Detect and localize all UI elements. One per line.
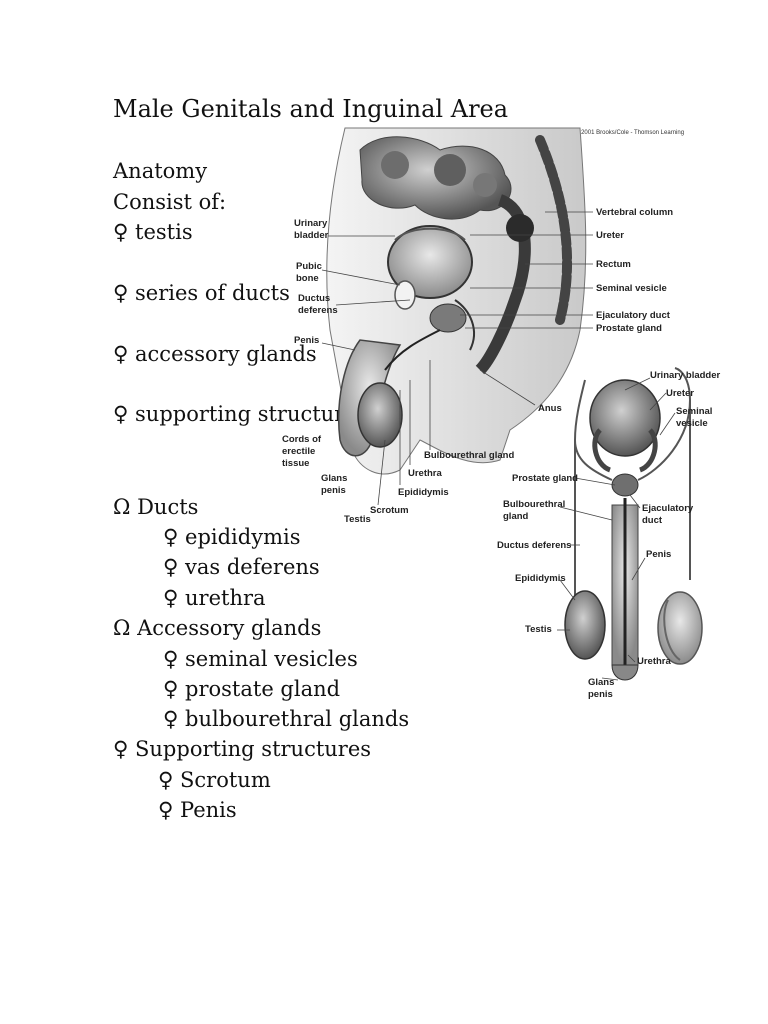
list-item-ducts: ♀ series of ducts (113, 281, 290, 305)
label-ureter: Ureter (596, 230, 624, 241)
list-item-seminal-vesicles: ♀ seminal vesicles (163, 647, 358, 671)
frontal-label-ejaculatory-duct-2: duct (642, 515, 663, 526)
accessory-glands-heading: Ω Accessory glands (113, 616, 322, 640)
label-glans-penis-2: penis (321, 485, 346, 496)
frontal-label-ductus-deferens: Ductus deferens (497, 540, 571, 551)
frontal-label-ejaculatory-duct-1: Ejaculatory (642, 503, 694, 514)
label-cords-3: tissue (282, 458, 309, 469)
list-item-penis: ♀ Penis (158, 798, 237, 822)
list-item-prostate-gland: ♀ prostate gland (163, 677, 341, 701)
consist-of-text: Consist of: (113, 190, 227, 214)
label-glans-penis-1: Glans (321, 473, 347, 484)
page-title: Male Genitals and Inguinal Area (113, 95, 509, 123)
frontal-label-penis: Penis (646, 549, 671, 560)
frontal-label-bulbourethral-1: Bulbourethral (503, 499, 565, 510)
frontal-label-seminal-vesicle-1: Seminal (676, 406, 712, 417)
list-item-supporting-structures: ♀ supporting structures (113, 402, 368, 426)
label-pubic-bone-1: Pubic (296, 261, 322, 272)
label-ejaculatory-duct: Ejaculatory duct (596, 310, 671, 321)
frontal-label-ureter: Ureter (666, 388, 694, 399)
list-item-epididymis: ♀ epididymis (163, 525, 301, 549)
label-urethra: Urethra (408, 468, 443, 479)
label-urinary-bladder-2: bladder (294, 230, 329, 241)
frontal-label-glans-penis-1: Glans (588, 677, 614, 688)
label-testis: Testis (344, 514, 371, 525)
list-item-vas-deferens: ♀ vas deferens (163, 555, 320, 579)
label-urinary-bladder-1: Urinary (294, 218, 328, 229)
frontal-label-bulbourethral-2: gland (503, 511, 529, 522)
copyright-text: © 2001 Brooks/Cole - Thomson Learning (575, 129, 684, 136)
label-epididymis: Epididymis (398, 487, 449, 498)
label-anus: Anus (538, 403, 562, 414)
sagittal-view-illustration (326, 127, 587, 475)
list-item-accessory-glands: ♀ accessory glands (113, 342, 317, 366)
list-item-urethra: ♀ urethra (163, 586, 266, 610)
supporting-structures-heading: ♀ Supporting structures (113, 737, 372, 761)
label-vertebral-column: Vertebral column (596, 207, 673, 218)
label-ductus-deferens-2: deferens (298, 305, 338, 316)
list-item-bulbourethral-glands: ♀ bulbourethral glands (163, 707, 410, 731)
list-item-scrotum: ♀ Scrotum (158, 768, 271, 792)
list-item-testis: ♀ testis (113, 220, 193, 244)
label-cords-2: erectile (282, 446, 315, 457)
label-scrotum: Scrotum (370, 505, 409, 516)
anatomy-heading: Anatomy (113, 159, 208, 183)
frontal-label-prostate-gland: Prostate gland (512, 473, 578, 484)
label-cords-1: Cords of (282, 434, 322, 445)
label-pubic-bone-2: bone (296, 273, 319, 284)
frontal-label-epididymis: Epididymis (515, 573, 566, 584)
label-seminal-vesicle: Seminal vesicle (596, 283, 667, 294)
label-ductus-deferens-1: Ductus (298, 293, 330, 304)
frontal-label-seminal-vesicle-2: vesicle (676, 418, 708, 429)
frontal-label-urethra: Urethra (637, 656, 672, 667)
frontal-label-testis: Testis (525, 624, 552, 635)
frontal-label-urinary-bladder: Urinary bladder (650, 370, 721, 381)
label-rectum: Rectum (596, 259, 631, 270)
frontal-leader-lines (557, 377, 676, 681)
ducts-heading: Ω Ducts (113, 495, 199, 519)
label-penis: Penis (294, 335, 319, 346)
label-bulbourethral-gland: Bulbourethral gland (424, 450, 514, 461)
frontal-label-glans-penis-2: penis (588, 689, 613, 700)
label-prostate-gland: Prostate gland (596, 323, 662, 334)
sagittal-leader-lines (321, 211, 593, 506)
frontal-view-illustration (564, 367, 703, 681)
